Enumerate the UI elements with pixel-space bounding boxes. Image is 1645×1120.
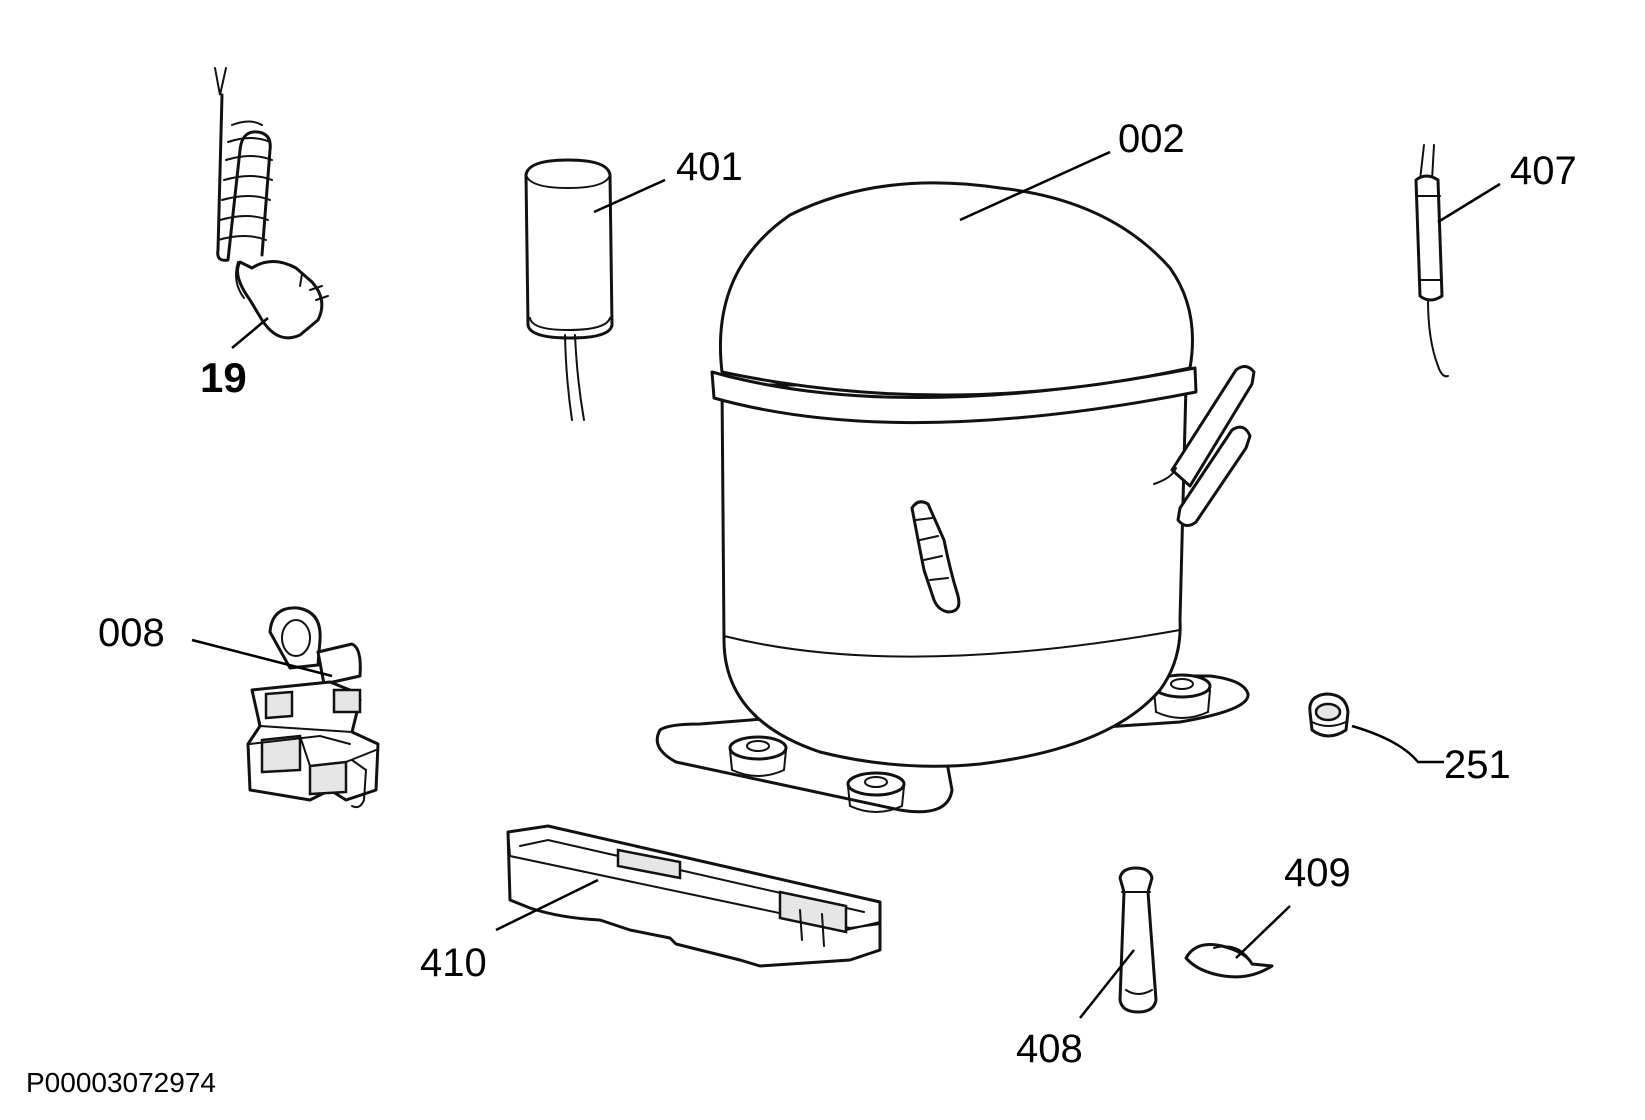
terminal-cover-leader — [495, 878, 599, 932]
grommet-part — [1308, 692, 1350, 738]
power-cord-part — [214, 67, 329, 340]
grommet-label: 251 — [1444, 743, 1511, 787]
drawing-code: P00003072974 — [26, 1067, 216, 1098]
start-relay-part — [246, 606, 380, 809]
thermal-sensor-leader — [1437, 182, 1501, 224]
terminal-cover-label: 410 — [420, 941, 487, 985]
grommet-leader — [1351, 724, 1444, 764]
power-cord-label: 19 — [200, 354, 247, 401]
dryer-pin-part — [1118, 866, 1158, 1014]
capacitor-label: 401 — [676, 145, 743, 189]
capacitor-leader — [593, 178, 666, 214]
thermal-sensor-label: 407 — [1510, 149, 1577, 193]
dryer-pin-leader — [1079, 949, 1135, 1019]
compressor-label: 002 — [1118, 117, 1185, 161]
compressor-part — [655, 181, 1256, 814]
terminal-cover-part — [506, 824, 882, 968]
power-cord-leader — [231, 317, 269, 349]
capacitor-part — [524, 158, 614, 421]
dryer-pin-label: 408 — [1016, 1027, 1083, 1071]
thermal-sensor-part — [1414, 144, 1449, 378]
clip-label: 409 — [1284, 851, 1351, 895]
clip-part — [1184, 943, 1274, 979]
compressor-leader — [959, 150, 1111, 222]
start-relay-label: 008 — [98, 611, 165, 655]
start-relay-leader — [191, 638, 333, 678]
clip-leader — [1235, 905, 1291, 959]
